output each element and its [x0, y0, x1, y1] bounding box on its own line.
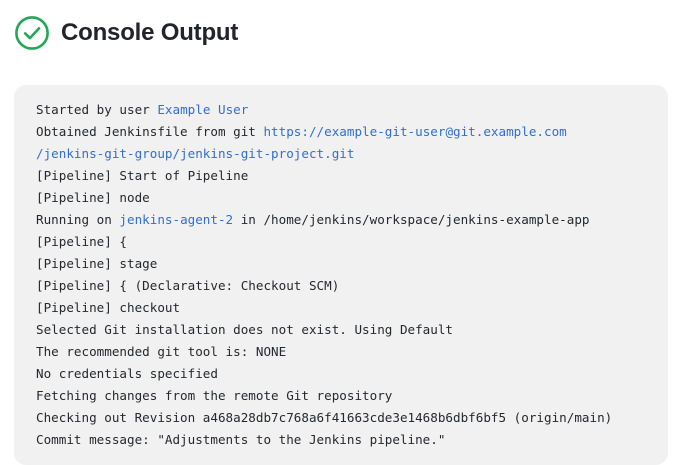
- console-text: [Pipeline] stage: [36, 256, 158, 271]
- console-text: Started by user: [36, 102, 158, 117]
- console-line: [Pipeline] {: [36, 231, 650, 253]
- page-header: Console Output: [0, 0, 686, 53]
- console-text: [Pipeline] { (Declarative: Checkout SCM): [36, 278, 340, 293]
- console-text: [Pipeline] node: [36, 190, 150, 205]
- console-text: Selected Git installation does not exist…: [36, 322, 454, 337]
- console-text: [Pipeline] {: [36, 234, 127, 249]
- console-text: Obtained Jenkinsfile from git: [36, 124, 264, 139]
- console-line: No credentials specified: [36, 363, 650, 385]
- page-title: Console Output: [61, 19, 239, 46]
- console-text: in /home/jenkins/workspace/jenkins-examp…: [233, 212, 590, 227]
- console-line: Commit message: "Adjustments to the Jenk…: [36, 429, 650, 451]
- console-text: Checking out Revision a468a28db7c768a6f4…: [36, 410, 613, 425]
- console-line: [Pipeline] checkout: [36, 297, 650, 319]
- console-link[interactable]: /jenkins-git-group/jenkins-git-project.g…: [36, 146, 355, 161]
- console-line: Checking out Revision a468a28db7c768a6f4…: [36, 407, 650, 429]
- console-link[interactable]: Example User: [157, 102, 249, 117]
- console-text: The recommended git tool is: NONE: [36, 344, 287, 359]
- console-line: Fetching changes from the remote Git rep…: [36, 385, 650, 407]
- console-text: No credentials specified: [36, 366, 218, 381]
- console-text: [Pipeline] Start of Pipeline: [36, 168, 249, 183]
- console-text: Fetching changes from the remote Git rep…: [36, 388, 393, 403]
- console-line: [Pipeline] Start of Pipeline: [36, 165, 650, 187]
- console-text: Running on: [36, 212, 120, 227]
- console-line: Running on jenkins-agent-2 in /home/jenk…: [36, 209, 650, 231]
- console-line: The recommended git tool is: NONE: [36, 341, 650, 363]
- console-link[interactable]: jenkins-agent-2: [119, 212, 234, 227]
- console-line: [Pipeline] { (Declarative: Checkout SCM): [36, 275, 650, 297]
- console-line: [Pipeline] node: [36, 187, 650, 209]
- console-line: Started by user Example User: [36, 99, 650, 121]
- console-line: /jenkins-git-group/jenkins-git-project.g…: [36, 143, 650, 165]
- console-link[interactable]: https://example-git-user@git.example.com: [263, 124, 567, 139]
- check-circle-icon: [15, 16, 49, 50]
- console-text: Commit message: "Adjustments to the Jenk…: [36, 432, 446, 447]
- console-line: Obtained Jenkinsfile from git https://ex…: [36, 121, 650, 143]
- console-text: [Pipeline] checkout: [36, 300, 181, 315]
- console-line: Selected Git installation does not exist…: [36, 319, 650, 341]
- console-line: [Pipeline] stage: [36, 253, 650, 275]
